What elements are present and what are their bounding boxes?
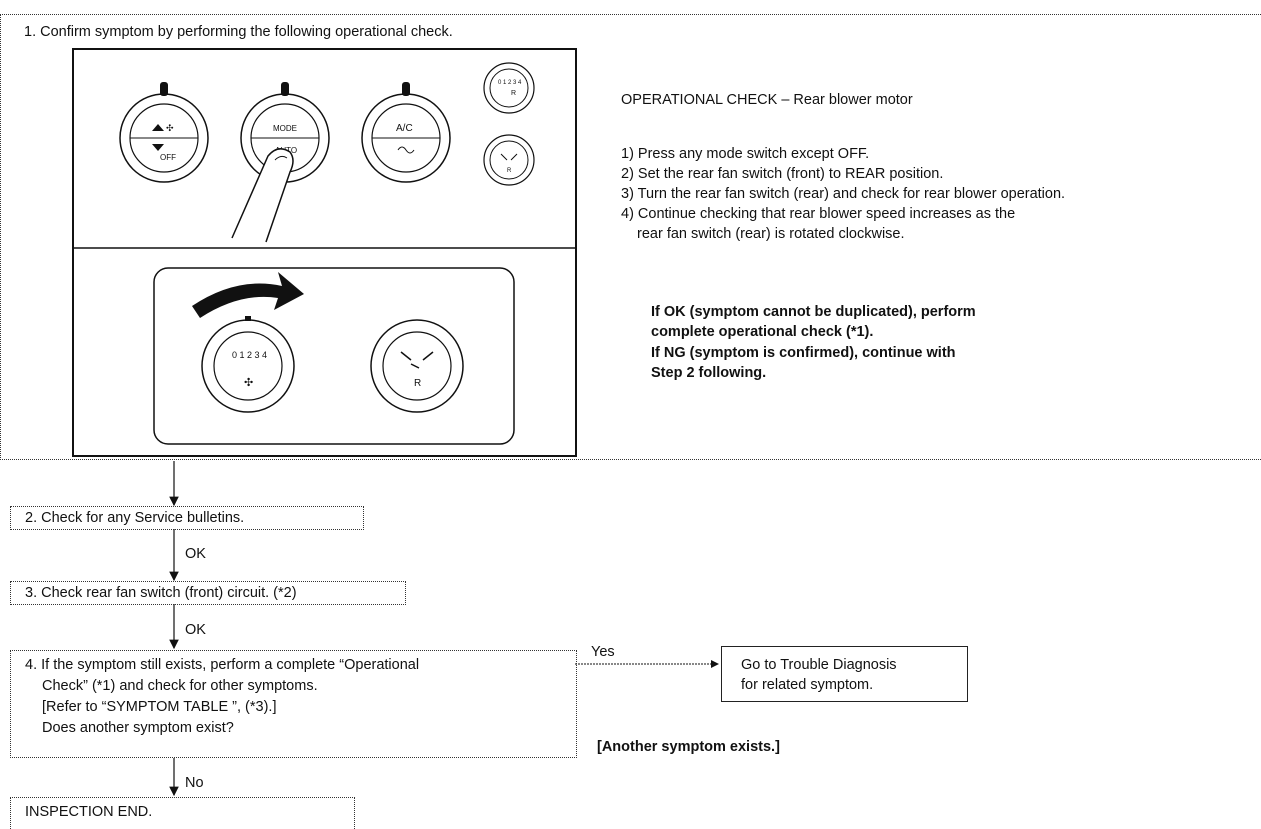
step3-text: 3. Check rear fan switch (front) circuit…: [25, 585, 297, 601]
ok-label-1: OK: [185, 546, 206, 562]
yes-label: Yes: [591, 644, 615, 660]
step3-box: [10, 581, 406, 605]
control-panel-illustration: ✣ OFF MODE AUTO A/C 0 1 2 3 4 R R: [72, 48, 577, 457]
ok-label-2: OK: [185, 622, 206, 638]
step1-frame: [0, 14, 1261, 460]
instruction-1: 1) Press any mode switch except OFF.: [621, 146, 870, 162]
speed-digits: 0 1 2 3 4: [232, 350, 267, 360]
step4-box: [10, 650, 577, 758]
result-line-3: If NG (symptom is confirmed), continue w…: [651, 345, 956, 361]
svg-text:R: R: [511, 90, 516, 97]
step2-box: [10, 506, 364, 530]
instruction-2: 2) Set the rear fan switch (front) to RE…: [621, 166, 944, 182]
step4-line-4: Does another symptom exist?: [42, 720, 234, 736]
goto-line-1: Go to Trouble Diagnosis: [741, 657, 897, 673]
ac-label: A/C: [396, 123, 413, 134]
instruction-3: 3) Turn the rear fan switch (rear) and c…: [621, 186, 1066, 202]
step4-line-1: 4. If the symptom still exists, perform …: [25, 657, 420, 673]
instruction-4-cont: rear fan switch (rear) is rotated clockw…: [637, 226, 905, 242]
ac-knob: A/C: [361, 82, 451, 183]
instruction-4: 4) Continue checking that rear blower sp…: [621, 206, 1016, 222]
end-box: [10, 797, 355, 829]
svg-text:R: R: [507, 168, 512, 174]
no-label: No: [185, 775, 204, 791]
check-title: OPERATIONAL CHECK – Rear blower motor: [621, 92, 913, 108]
goto-line-2: for related symptom.: [741, 677, 874, 693]
step4-line-2: Check” (*1) and check for other symptoms…: [42, 678, 318, 694]
svg-text:✣: ✣: [166, 123, 174, 133]
step1-title: 1. Confirm symptom by performing the fol…: [24, 24, 453, 40]
step2-text: 2. Check for any Service bulletins.: [25, 510, 245, 526]
small-rear-knob: R: [483, 134, 535, 186]
another-symptom-note: [Another symptom exists.]: [597, 739, 780, 755]
rear-speed-knob: 0 1 2 3 4 ✣: [201, 316, 295, 413]
result-line-2: complete operational check (*1).: [651, 324, 874, 340]
svg-text:✣: ✣: [244, 377, 253, 389]
rotation-arrow: [192, 272, 304, 318]
result-line-1: If OK (symptom cannot be duplicated), pe…: [651, 304, 976, 320]
result-line-4: Step 2 following.: [651, 365, 767, 381]
small-speed-knob: 0 1 2 3 4 R: [483, 62, 535, 114]
mode-label: MODE: [273, 124, 297, 133]
front-fan-knob: ✣ OFF: [119, 82, 209, 183]
finger: [231, 148, 294, 243]
end-text: INSPECTION END.: [25, 804, 153, 820]
goto-box: [721, 646, 968, 702]
off-label: OFF: [160, 153, 176, 162]
step4-line-3: [Refer to “SYMPTOM TABLE ”, (*3).]: [42, 699, 277, 715]
rear-label: R: [414, 378, 421, 389]
rear-mode-knob: R: [370, 319, 464, 413]
svg-text:0 1 2 3 4: 0 1 2 3 4: [498, 80, 522, 86]
